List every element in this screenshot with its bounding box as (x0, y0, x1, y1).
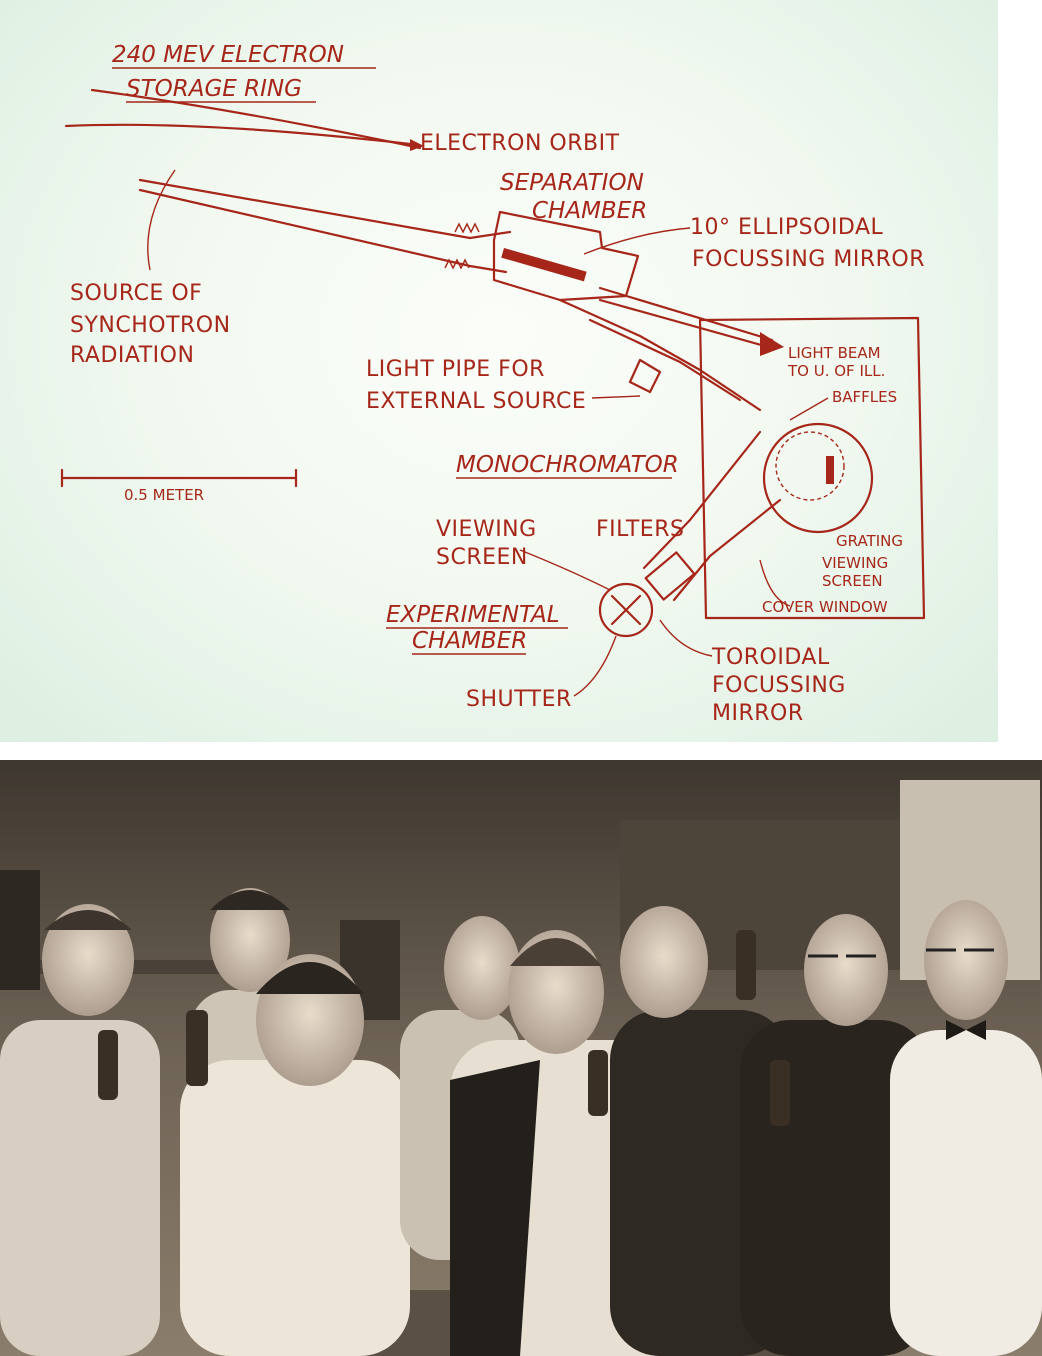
viewing-screen-small-label-2: SCREEN (822, 572, 883, 590)
bottle-1 (98, 1030, 118, 1100)
orbit-arrowhead (410, 139, 424, 151)
viewing-screen-pointer (519, 549, 611, 591)
person-3 (180, 954, 410, 1356)
monochromator-label: MONOCHROMATOR (456, 452, 679, 478)
light-pipe-pointer (591, 395, 641, 399)
cover-window-label: COVER WINDOW (762, 598, 888, 616)
light-pipe-label-1: LIGHT PIPE FOR (366, 357, 545, 382)
source-label-2: SYNCHOTRON (70, 313, 231, 338)
source-label-1: SOURCE OF (70, 281, 202, 306)
experimental-label-2: CHAMBER (412, 628, 527, 654)
pipe-to-monochromator (558, 298, 762, 412)
group-photo-image (0, 760, 1042, 1356)
monochromator-housing (698, 316, 926, 620)
viewing-circle-dashed (775, 431, 845, 501)
light-beam-label-2: TO U. OF ILL. (787, 362, 885, 380)
bottle-2 (186, 1010, 208, 1086)
toroidal-label-1: TOROIDAL (711, 645, 830, 670)
electron-orbit-arc-outer (90, 88, 422, 150)
scale-label: 0.5 METER (124, 486, 204, 504)
title-line2: STORAGE RING (126, 76, 302, 102)
shutter-pointer (573, 635, 617, 697)
baffles-pointer (789, 397, 829, 421)
beam-pipe-lower (138, 188, 508, 274)
bottle-3 (588, 1050, 608, 1116)
title-line1: 240 MEV ELECTRON (112, 42, 344, 68)
toroidal-label-3: MIRROR (712, 701, 804, 726)
source-pointer (147, 169, 176, 271)
person-8 (890, 900, 1042, 1356)
toroidal-pointer (659, 619, 713, 657)
beamline-diagram: 240 MEV ELECTRON STORAGE RING ELECTRON O… (60, 42, 926, 726)
cover-window-pointer (759, 559, 791, 607)
baffles-label: BAFFLES (832, 388, 897, 406)
experimental-label-1: EXPERIMENTAL (386, 602, 560, 628)
pipe-to-monochromator-2 (588, 318, 742, 402)
equipment-left (0, 870, 40, 990)
mirror-label-1: 10° ELLIPSOIDAL (690, 215, 884, 240)
source-label-3: RADIATION (70, 343, 194, 368)
electron-orbit-label: ELECTRON ORBIT (420, 131, 620, 156)
grating (826, 456, 834, 484)
toroidal-label-2: FOCUSSING (712, 673, 846, 698)
viewing-screen-label-2: SCREEN (436, 545, 528, 570)
viewing-screen-small-label-1: VIEWING (822, 554, 888, 572)
ellipsoidal-mirror (501, 248, 587, 282)
light-beam-arrowhead (760, 332, 784, 356)
bellows-lower (444, 258, 470, 270)
beam-pipe-upper (138, 178, 512, 240)
person-1 (0, 904, 160, 1356)
light-beam-line (598, 298, 774, 350)
filters-label: FILTERS (596, 517, 684, 542)
experimental-chamber-cross (610, 594, 642, 626)
grating-circle (762, 422, 874, 534)
group-photo (0, 760, 1042, 1356)
bottle-4 (736, 930, 756, 1000)
separation-label-1: SEPARATION (500, 170, 644, 196)
diagram-panel: 240 MEV ELECTRON STORAGE RING ELECTRON O… (0, 0, 998, 742)
experimental-chamber-circle (598, 582, 654, 638)
bottle-5 (770, 1060, 790, 1126)
shutter-label: SHUTTER (466, 687, 572, 712)
mirror-pointer (583, 227, 691, 255)
mirror-label-2: FOCUSSING MIRROR (692, 247, 925, 272)
arm-upper (642, 430, 762, 570)
separation-chamber (492, 210, 640, 302)
light-beam-label-1: LIGHT BEAM (788, 344, 881, 362)
electron-orbit-arc-inner (64, 123, 412, 146)
light-pipe-connector (628, 358, 662, 394)
filter-box (644, 551, 696, 601)
bellows-upper (454, 222, 480, 234)
viewing-screen-label-1: VIEWING (436, 517, 537, 542)
separation-label-2: CHAMBER (532, 198, 647, 224)
light-pipe-label-2: EXTERNAL SOURCE (366, 389, 586, 414)
scale-bar (60, 468, 298, 488)
grating-label: GRATING (836, 532, 903, 550)
light-beam-line-2 (598, 286, 774, 342)
arm-lower (672, 498, 782, 602)
